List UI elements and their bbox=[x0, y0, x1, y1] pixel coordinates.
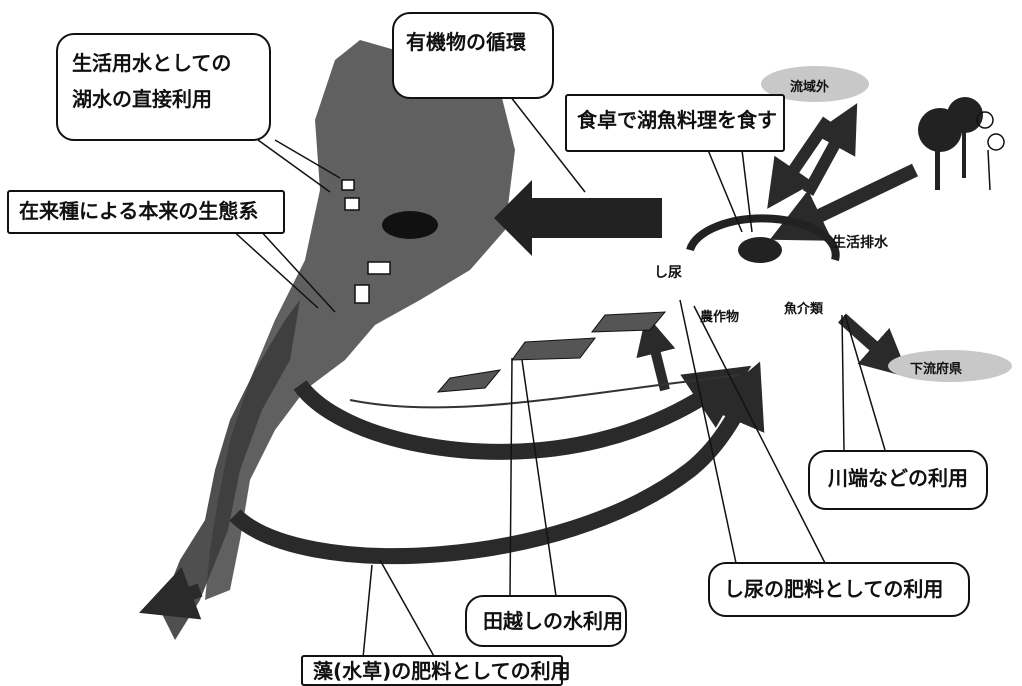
downstream-arrow bbox=[838, 313, 910, 378]
crop-arrow bbox=[636, 314, 676, 392]
cycle-arrow-night-soil bbox=[293, 365, 752, 460]
callout-organic-cycle: 有機物の循環 bbox=[392, 12, 554, 99]
forest bbox=[918, 97, 983, 190]
callout-eat-fish: 食卓で湖魚料理を食す bbox=[565, 94, 785, 152]
forest-arrow bbox=[769, 163, 919, 241]
callout-native-species-text: 在来種による本来の生態系 bbox=[19, 199, 259, 223]
house-cluster bbox=[341, 179, 391, 304]
label-night-soil-short: し尿 bbox=[654, 265, 682, 281]
callout-water-use: 生活用水としての 湖水の直接利用 bbox=[56, 33, 271, 141]
outside-basin-arrow-out bbox=[802, 103, 858, 196]
lake-shore-land bbox=[205, 35, 515, 600]
callout-waterweed-text: 藻(水草)の肥料としての利用 bbox=[313, 659, 571, 683]
callout-organic-cycle-text: 有機物の循環 bbox=[406, 30, 526, 54]
organic-inflow-arrow bbox=[494, 180, 662, 256]
outside-basin-cloud bbox=[761, 66, 869, 102]
callout-rice-water: 田越しの水利用 bbox=[465, 595, 627, 647]
cycle-arrow-waterweed bbox=[229, 361, 765, 565]
callout-native-species: 在来種による本来の生態系 bbox=[7, 190, 285, 234]
callout-waterweed: 藻(水草)の肥料としての利用 bbox=[301, 655, 571, 686]
label-fish: 魚介類 bbox=[784, 302, 824, 317]
label-outside-basin: 流域外 bbox=[790, 80, 830, 95]
callout-eat-fish-text: 食卓で湖魚料理を食す bbox=[577, 108, 777, 132]
callout-kawabata-text: 川端などの利用 bbox=[828, 466, 968, 490]
coast-land bbox=[160, 300, 300, 640]
callout-leaders bbox=[229, 95, 886, 659]
callout-kawabata: 川端などの利用 bbox=[808, 450, 988, 510]
downstream-cloud bbox=[888, 350, 1012, 382]
river-line bbox=[349, 374, 741, 409]
label-crops: 農作物 bbox=[700, 310, 740, 325]
community-house bbox=[738, 237, 782, 263]
label-downstream: 下流府県 bbox=[910, 362, 963, 377]
birch-trees bbox=[976, 111, 1005, 191]
community-cycle bbox=[686, 214, 840, 262]
label-domestic-drainage: 生活排水 bbox=[832, 235, 888, 251]
lake-surface bbox=[382, 211, 438, 239]
callout-night-soil: し尿の肥料としての利用 bbox=[708, 562, 970, 617]
callout-water-use-text: 生活用水としての 湖水の直接利用 bbox=[72, 51, 232, 111]
callout-night-soil-text: し尿の肥料としての利用 bbox=[724, 577, 944, 601]
callout-rice-water-text: 田越しの水利用 bbox=[483, 609, 623, 633]
paddy-fields bbox=[436, 311, 667, 393]
outflow-arrow bbox=[139, 566, 203, 620]
